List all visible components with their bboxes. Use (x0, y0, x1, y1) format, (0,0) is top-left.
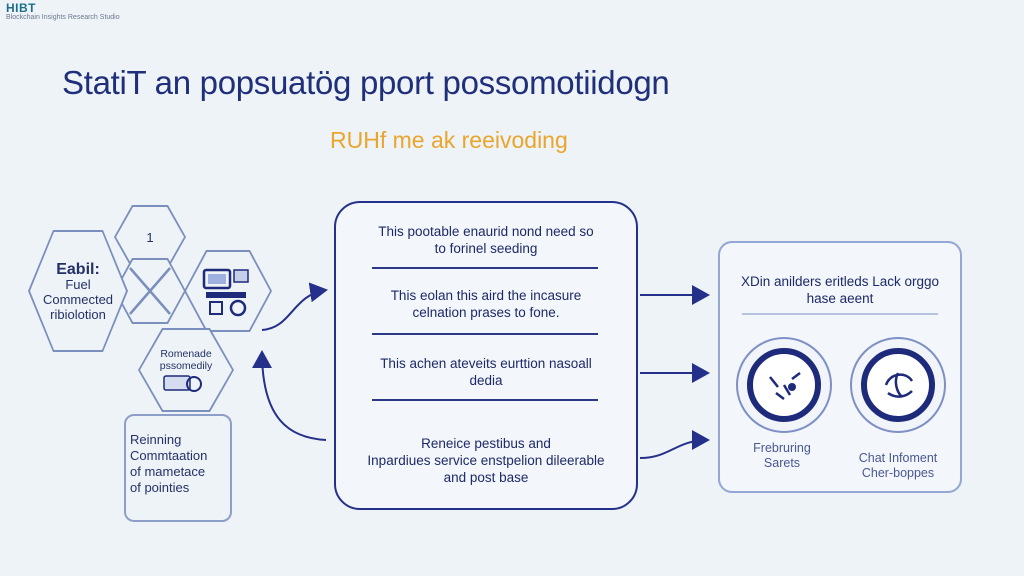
hex-top-number: 1 (146, 230, 154, 245)
globe-label: Chat Infoment Cher-boppes (840, 451, 956, 481)
step-4-line-3: and post base (443, 470, 529, 485)
bottom-left-box (124, 414, 232, 522)
bottom-left-line-2: Commtaation (130, 448, 208, 463)
hex-cross (114, 258, 186, 324)
bottom-left-text: Reinning Commtaation of mametace of poin… (130, 432, 224, 496)
gauge-circle (736, 337, 832, 433)
brand-name: HIBT (6, 1, 36, 15)
hex-left-line-1: Fuel (65, 277, 91, 292)
globe-label-line-2: Cher-boppes (861, 466, 935, 480)
hex-left-line-3: ribiolotion (50, 307, 106, 322)
step-1-line-2: to forinel seeding (434, 241, 538, 256)
step-3-text: This achen ateveits eurttion nasoall ded… (336, 355, 636, 389)
output-box: XDin anilders eritleds Lack orggo hase a… (718, 241, 962, 493)
bottom-left-line-1: Reinning (130, 432, 182, 447)
step-4-line-2: Inpardiues service enstpelion dileerable (367, 453, 605, 468)
output-header: XDin anilders eritleds Lack orggo hase a… (720, 273, 960, 307)
hex-left-line-2: Commected (42, 292, 114, 307)
arrow-left-to-center-top (261, 282, 328, 331)
output-divider (742, 313, 938, 315)
step-divider-2 (372, 333, 598, 335)
hex-middle (138, 328, 234, 412)
output-header-line-2: hase aeent (806, 291, 874, 306)
hex-left-text: Eabil: Fuel Commected ribiolotion (30, 261, 126, 323)
output-header-line-1: XDin anilders eritleds Lack orggo (740, 274, 940, 289)
bottom-left-line-3: of mametace (130, 464, 206, 479)
hex-middle-line-2: pssomedily (159, 360, 213, 372)
brand-logo: HIBT Blockchain Insights Research Studio (6, 1, 120, 21)
bottom-left-line-4: of pointies (130, 480, 190, 495)
page-title: StatiT an popsuatög pport possomotiidogn (62, 64, 670, 101)
globe-icon (884, 372, 914, 398)
arrow-center-to-right-3 (639, 430, 710, 459)
step-4-line-1: Reneice pestibus and (421, 436, 551, 451)
hex-left-heading: Eabil: (56, 261, 100, 278)
globe-circle (850, 337, 946, 433)
arrow-center-to-left (252, 350, 327, 441)
hex-middle-text: Romenade pssomedily (146, 348, 226, 372)
step-3-line-2: dedia (469, 373, 503, 388)
device-icon (163, 375, 202, 392)
step-3-line-1: This achen ateveits eurttion nasoall (380, 356, 592, 371)
gauge-label: Frebruring Sarets (724, 441, 840, 471)
step-2-line-1: This eolan this aird the incasure (390, 288, 582, 303)
step-1-line-1: This pootable enaurid nond need so (378, 224, 594, 239)
globe-label-line-1: Chat Infoment (858, 451, 938, 465)
process-steps-box: This pootable enaurid nond need so to fo… (334, 201, 638, 510)
gauge-icon (769, 372, 801, 400)
step-2-text: This eolan this aird the incasure celnat… (336, 287, 636, 321)
step-1-text: This pootable enaurid nond need so to fo… (336, 223, 636, 257)
step-2-line-2: celnation prases to fone. (412, 305, 560, 320)
brand-tagline: Blockchain Insights Research Studio (6, 14, 120, 21)
gauge-label-line-2: Sarets (763, 456, 801, 470)
step-4-text: Reneice pestibus and Inpardiues service … (336, 435, 636, 486)
step-divider-1 (372, 267, 598, 269)
cross-icon (129, 267, 171, 315)
computer-tools-icon (202, 268, 249, 317)
page-subtitle: RUHf me ak reeivoding (330, 127, 568, 153)
hex-middle-line-1: Romenade (160, 348, 212, 360)
gauge-label-line-1: Frebruring (753, 441, 811, 455)
step-divider-3 (372, 399, 598, 401)
